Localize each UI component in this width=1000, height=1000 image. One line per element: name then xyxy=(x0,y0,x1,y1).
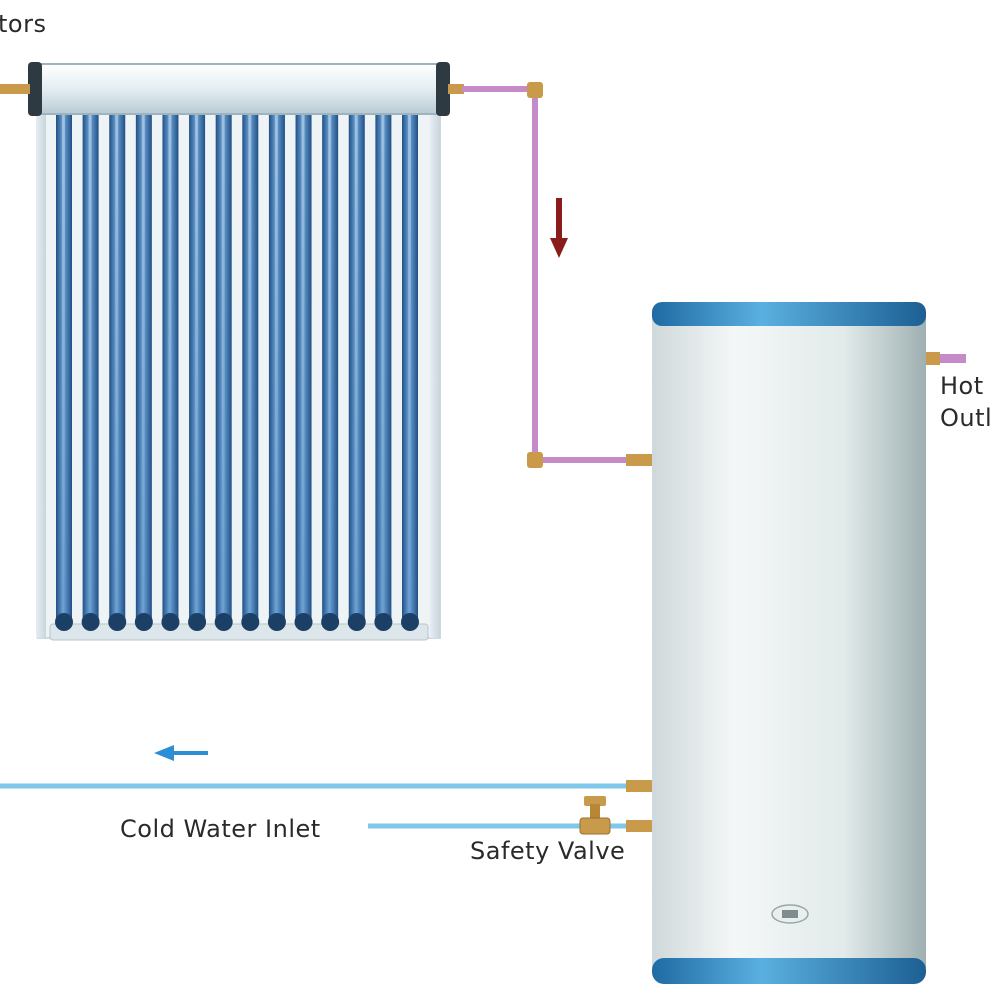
vacuum-tube xyxy=(188,110,207,631)
hot-outlet-label-line2: Outl xyxy=(940,404,993,432)
vacuum-tube xyxy=(214,110,233,631)
cold-water-pipes xyxy=(0,780,652,832)
collector-back-panel xyxy=(37,107,441,639)
pipe-elbow-fitting xyxy=(527,82,543,98)
collector-header-manifold xyxy=(33,63,445,115)
vacuum-tube xyxy=(294,110,313,631)
pipe-elbow-fitting xyxy=(527,452,543,468)
upper-line-fitting xyxy=(626,780,652,792)
hot-outlet-label-line1: Hot xyxy=(940,372,984,400)
header-right-cap xyxy=(436,62,450,116)
vacuum-tube xyxy=(347,110,366,631)
cold-water-inlet-label: Cold Water Inlet xyxy=(120,815,321,843)
vacuum-tube xyxy=(108,110,127,631)
vacuum-tube xyxy=(321,110,340,631)
arrow-left-icon xyxy=(154,745,208,761)
collector-left-rail xyxy=(36,108,46,638)
tank-top-band xyxy=(652,302,926,326)
collectors-label: tors xyxy=(0,10,47,38)
hot-outlet-pipe xyxy=(926,354,966,363)
vacuum-tube xyxy=(401,110,419,631)
tank-inlet-fitting xyxy=(626,454,652,466)
hot-water-pipe xyxy=(462,82,652,468)
header-right-fitting xyxy=(448,84,464,94)
vacuum-tube xyxy=(267,110,286,631)
vacuum-tube xyxy=(241,110,260,631)
vacuum-tube xyxy=(374,110,393,631)
hot-pipe-run xyxy=(462,86,640,463)
storage-tank xyxy=(652,302,966,984)
header-left-cap xyxy=(28,62,42,116)
vacuum-tube xyxy=(81,110,100,631)
collector-bottom-bar xyxy=(49,623,429,641)
tank-bottom-band xyxy=(652,958,926,984)
hot-outlet-fitting xyxy=(926,352,940,365)
solar-collector xyxy=(0,62,464,641)
arrow-down-icon xyxy=(550,198,568,258)
vacuum-tube xyxy=(134,110,153,631)
safety-valve xyxy=(579,796,611,835)
cold-inlet-fitting xyxy=(626,820,652,832)
collector-right-rail xyxy=(430,108,440,638)
vacuum-tube xyxy=(55,110,73,631)
vacuum-tubes xyxy=(55,110,419,631)
safety-valve-label: Safety Valve xyxy=(470,837,626,865)
tank-body xyxy=(652,312,926,968)
vacuum-tube xyxy=(161,110,180,631)
header-left-fitting xyxy=(0,84,30,94)
